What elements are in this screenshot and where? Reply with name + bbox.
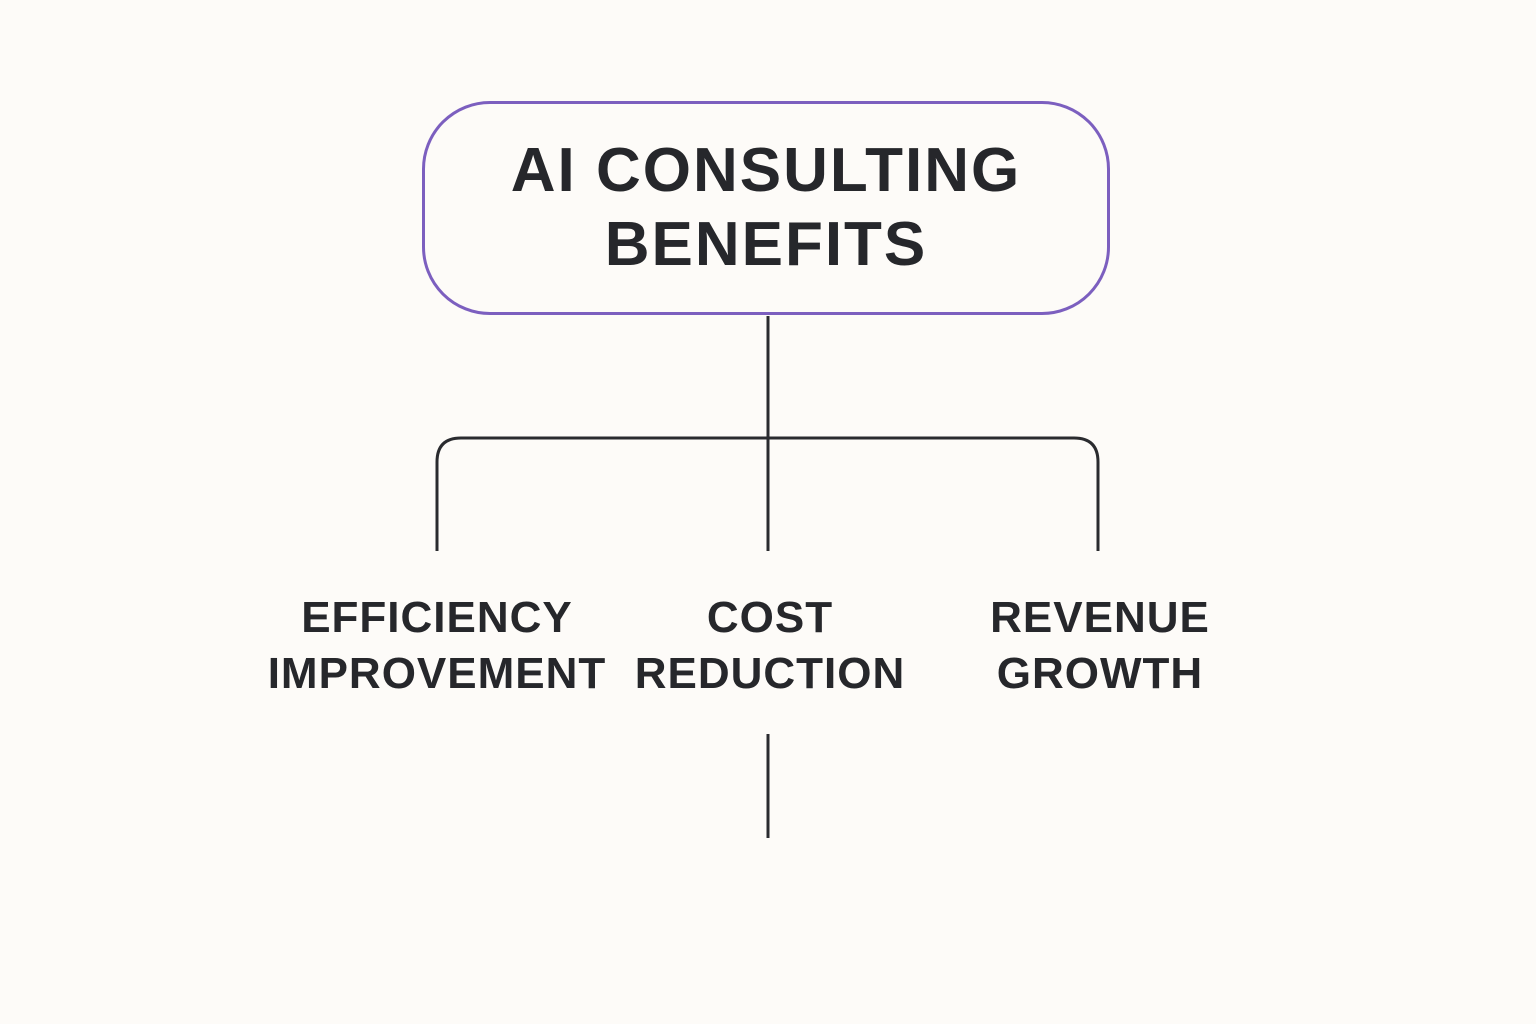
child-label-line-2: REDUCTION <box>634 649 906 698</box>
root-title-line-1: AI CONSULTING <box>510 136 1022 205</box>
root-title-line-2: BENEFITS <box>604 210 928 279</box>
child-label-line-1: COST <box>706 593 834 642</box>
child-node-cost: COST REDUCTION <box>580 590 960 702</box>
child-label-line-1: EFFICIENCY <box>301 593 573 642</box>
child-label-line-1: REVENUE <box>990 593 1210 642</box>
child-node-revenue: REVENUE GROWTH <box>910 590 1290 702</box>
root-node: AI CONSULTING BENEFITS <box>422 101 1110 315</box>
child-node-efficiency: EFFICIENCY IMPROVEMENT <box>247 590 627 702</box>
child-label-line-2: IMPROVEMENT <box>267 649 607 698</box>
child-label-line-2: GROWTH <box>996 649 1204 698</box>
